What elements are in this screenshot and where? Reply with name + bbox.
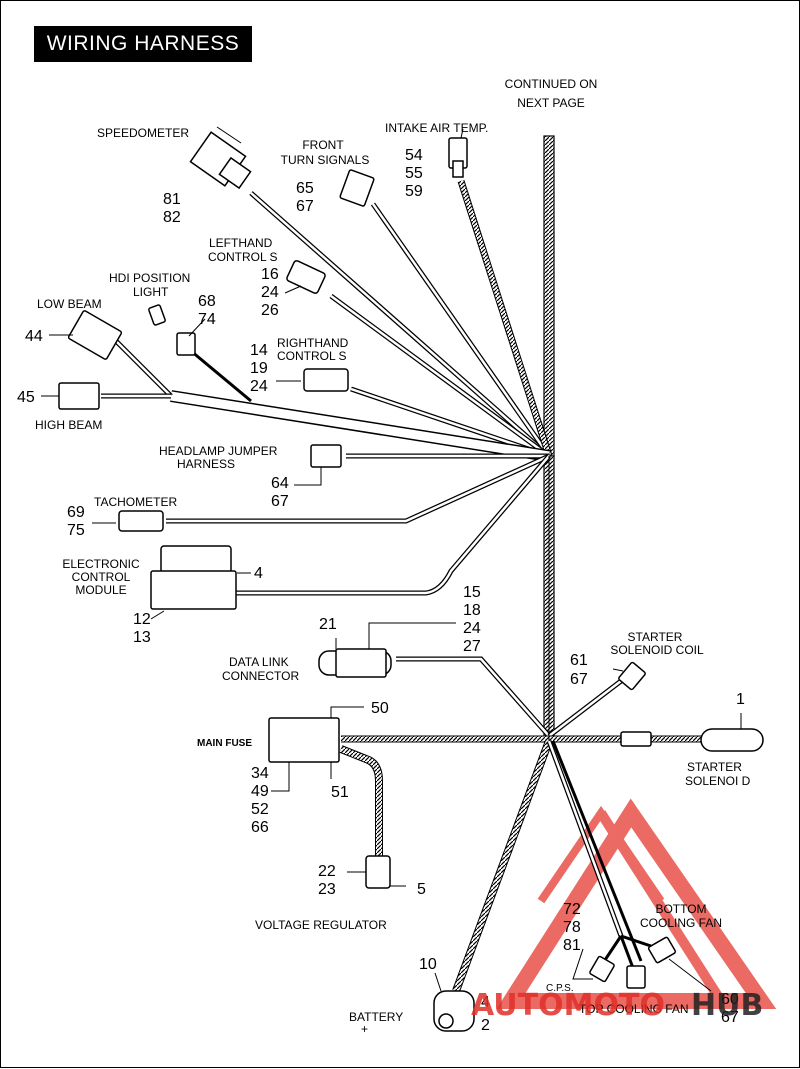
watermark-logo: [496, 798, 777, 1009]
label-battery-2: +: [361, 1022, 368, 1036]
label-starter-coil-2: SOLENOID COIL: [610, 643, 704, 657]
label-righthand-1: RIGHTHAND: [277, 336, 349, 350]
diagram-title: WIRING HARNESS: [34, 26, 252, 62]
label-main-fuse: MAIN FUSE: [197, 738, 252, 749]
label-front-turn-1: FRONT: [302, 138, 344, 152]
num-tachometer-1: 69: [67, 504, 85, 521]
num-headlamp-2: 67: [271, 493, 289, 510]
num-intake-1: 54: [405, 147, 423, 164]
num-speedometer-2: 82: [163, 209, 181, 226]
num-fuse-bottom: 51: [331, 784, 349, 801]
label-starter-solenoid-1: STARTER: [687, 760, 742, 774]
label-headlamp-1: HEADLAMP JUMPER: [159, 444, 278, 458]
label-intake: INTAKE AIR TEMP.: [385, 121, 488, 135]
label-ecm-1: ELECTRONIC: [62, 557, 140, 571]
label-data-link-1: DATA LINK: [229, 655, 289, 669]
num-hdi-1: 68: [198, 293, 216, 310]
num-lefthand-3: 26: [261, 302, 279, 319]
num-starter-coil-2: 67: [570, 671, 588, 688]
num-fuse-left-3: 52: [251, 801, 269, 818]
num-cps-1: 72: [563, 901, 581, 918]
label-front-turn-2: TURN SIGNALS: [281, 153, 370, 167]
label-voltage-regulator: VOLTAGE REGULATOR: [255, 918, 387, 932]
label-top-fan: TOP COOLING FAN: [579, 1002, 689, 1016]
label-starter-coil-1: STARTER: [628, 630, 683, 644]
label-low-beam: LOW BEAM: [37, 297, 102, 311]
label-lefthand-1: LEFTHAND: [209, 236, 273, 250]
num-data-link-top: 21: [319, 616, 337, 633]
num-front-turn-2: 67: [296, 198, 314, 215]
label-bottom-fan-1: BOTTOM: [655, 902, 706, 916]
num-fuse-top: 50: [371, 700, 389, 717]
watermark-text: AUTOMOTO HUB: [471, 988, 763, 1023]
num-battery-2: 2: [481, 1017, 490, 1034]
watermark-text-dark: HUB: [691, 988, 763, 1023]
num-ecm-right: 4: [254, 565, 263, 582]
label-tachometer: TACHOMETER: [94, 495, 177, 509]
num-fuse-left-4: 66: [251, 819, 269, 836]
num-lefthand-2: 24: [261, 284, 279, 301]
num-starter-coil-1: 61: [570, 652, 588, 669]
num-top-fan-1: 60: [721, 991, 739, 1008]
label-continued-2: NEXT PAGE: [517, 96, 585, 110]
num-fuse-left-1: 34: [251, 765, 269, 782]
label-starter-solenoid-2: SOLENOI D: [685, 774, 751, 788]
num-cps-3: 81: [563, 937, 581, 954]
num-regulator-2: 23: [318, 881, 336, 898]
num-data-link-3: 24: [463, 620, 481, 637]
label-ecm-3: MODULE: [75, 583, 126, 597]
num-righthand-2: 19: [250, 360, 268, 377]
num-top-fan-2: 67: [721, 1009, 739, 1026]
label-cps: C.P.S.: [546, 983, 574, 994]
num-battery-4: 4: [481, 994, 490, 1011]
num-intake-3: 59: [405, 183, 423, 200]
label-headlamp-2: HARNESS: [177, 457, 235, 471]
label-hdi-1: HDI POSITION: [109, 271, 190, 285]
num-starter-solenoid: 1: [736, 691, 745, 708]
label-righthand-2: CONTROL S: [277, 349, 347, 363]
num-data-link-4: 27: [463, 638, 481, 655]
num-cps-2: 78: [563, 919, 581, 936]
watermark-text-red: AUTOMOTO: [471, 988, 665, 1023]
num-lefthand-1: 16: [261, 266, 279, 283]
num-data-link-1: 15: [463, 584, 481, 601]
label-battery-1: BATTERY: [349, 1010, 403, 1024]
num-regulator-right: 5: [417, 881, 426, 898]
label-lefthand-2: CONTROL S: [208, 250, 278, 264]
num-data-link-2: 18: [463, 602, 481, 619]
num-righthand-1: 14: [250, 342, 268, 359]
num-hdi-2: 74: [198, 311, 216, 328]
num-front-turn-1: 65: [296, 180, 314, 197]
num-ecm-below-2: 13: [133, 629, 151, 646]
num-fuse-left-2: 49: [251, 783, 269, 800]
num-headlamp-1: 64: [271, 475, 289, 492]
label-speedometer: SPEEDOMETER: [97, 126, 189, 140]
label-data-link-2: CONNECTOR: [222, 669, 299, 683]
label-hdi-2: LIGHT: [133, 285, 169, 299]
label-continued-1: CONTINUED ON: [505, 77, 598, 91]
num-intake-2: 55: [405, 165, 423, 182]
num-battery-top: 10: [419, 956, 437, 973]
label-bottom-fan-2: COOLING FAN: [640, 916, 722, 930]
label-high-beam: HIGH BEAM: [35, 418, 102, 432]
num-tachometer-2: 75: [67, 522, 85, 539]
label-ecm-2: CONTROL: [72, 570, 131, 584]
num-speedometer-1: 81: [163, 191, 181, 208]
num-righthand-3: 24: [250, 378, 268, 395]
num-regulator-1: 22: [318, 863, 336, 880]
num-low-beam: 44: [25, 328, 43, 345]
num-high-beam: 45: [17, 389, 35, 406]
num-ecm-below-1: 12: [133, 611, 151, 628]
